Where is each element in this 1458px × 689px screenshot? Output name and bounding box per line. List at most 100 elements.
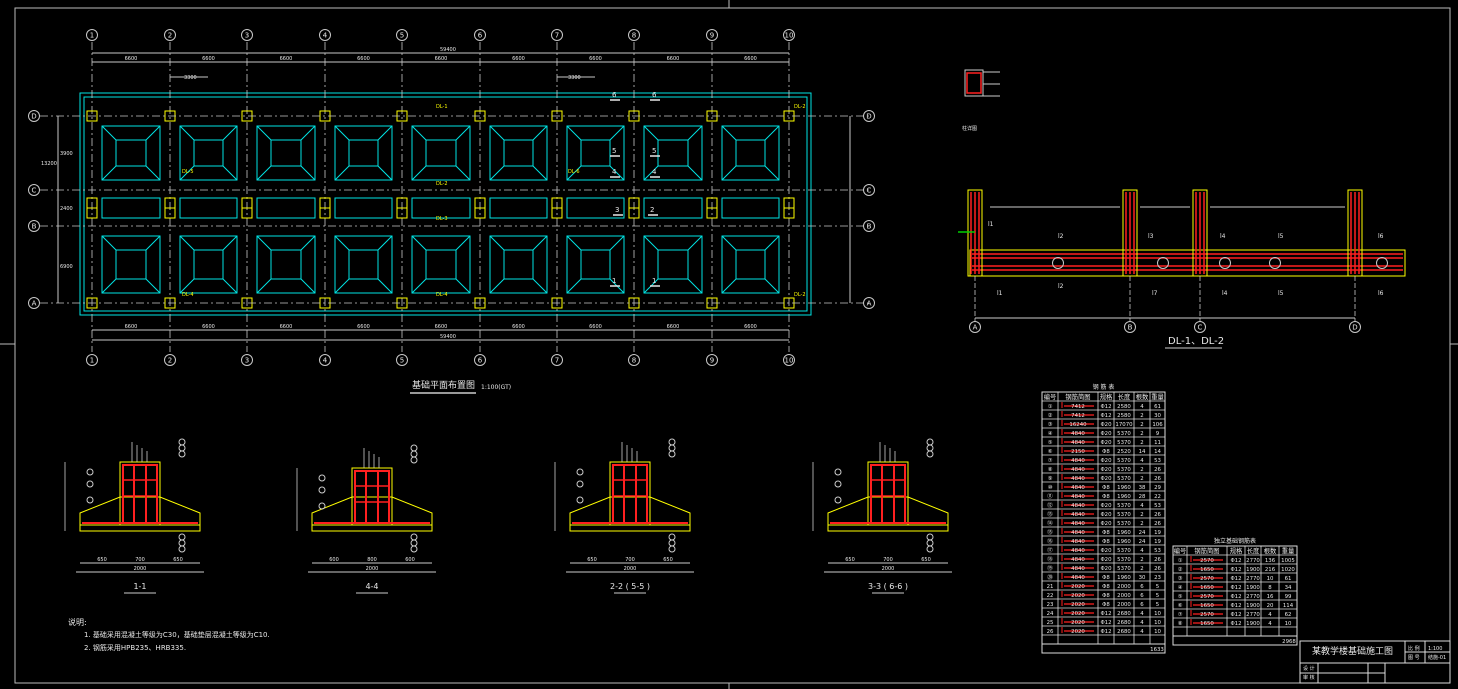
table-cell: 1020 bbox=[1281, 567, 1295, 573]
table-cell: Φ8 bbox=[1102, 602, 1110, 608]
strip-beam bbox=[566, 197, 625, 219]
column-outline bbox=[964, 69, 984, 97]
table-cell: 26 bbox=[1154, 512, 1161, 518]
strip-beam bbox=[721, 197, 780, 219]
table-cell: 2 bbox=[1140, 566, 1143, 572]
footing-pad bbox=[256, 235, 316, 294]
footing-pad bbox=[334, 235, 393, 294]
column bbox=[783, 207, 795, 219]
title-block-checker-label: 审 核 bbox=[1303, 674, 1315, 681]
col-axis-bottom-1-label: 1 bbox=[90, 357, 94, 365]
table-cell: 4840 bbox=[1071, 557, 1085, 563]
table-cell: Φ12 bbox=[1230, 612, 1241, 618]
column bbox=[319, 207, 331, 219]
table-cell: 2 bbox=[1140, 521, 1143, 527]
pad-slope bbox=[532, 235, 548, 251]
plan-scale: 1:100(GT) bbox=[481, 384, 511, 391]
table-cell: Φ8 bbox=[1102, 575, 1110, 581]
col-axis-top-4-bubble bbox=[319, 29, 331, 41]
table-cell: 4840 bbox=[1071, 575, 1085, 581]
pad-slope bbox=[609, 165, 625, 181]
rebar-callout bbox=[86, 468, 94, 476]
table-cell: ⑰ bbox=[1047, 546, 1053, 554]
rebar-callout bbox=[668, 539, 676, 547]
table-cell: 6 bbox=[1140, 602, 1144, 608]
dim-value: 600 bbox=[329, 557, 339, 563]
table-cell: 1900 bbox=[1246, 621, 1260, 627]
pad-slope bbox=[377, 235, 393, 251]
footing-pad bbox=[179, 235, 238, 294]
row-axis-left-3-bubble bbox=[28, 297, 40, 309]
rebar-callout bbox=[178, 438, 186, 446]
table-cell: 10 bbox=[1154, 611, 1161, 617]
table-cell: 4840 bbox=[1071, 431, 1085, 437]
table-cell: ⑱ bbox=[1047, 555, 1053, 563]
pad-slope bbox=[609, 235, 625, 251]
table-cell: 2520 bbox=[1117, 449, 1131, 455]
pedestal bbox=[119, 461, 161, 526]
table-cell: ⑯ bbox=[1047, 537, 1053, 545]
rebar-callout bbox=[178, 539, 186, 547]
table-cell: Φ20 bbox=[1100, 566, 1112, 572]
table-cell: 5 bbox=[1156, 593, 1159, 599]
table-cell: 2580 bbox=[1117, 413, 1131, 419]
row-axis-left-3-label: A bbox=[32, 300, 37, 308]
plan-outline-inner bbox=[83, 96, 808, 312]
table-cell: ⑧ bbox=[1178, 621, 1183, 627]
dim-total: 2000 bbox=[624, 566, 637, 572]
section-title: 4-4 bbox=[365, 582, 378, 591]
table-cell: 2 bbox=[1140, 422, 1143, 428]
rebar-callout bbox=[668, 533, 676, 541]
table-cell: ⑳ bbox=[1047, 573, 1053, 581]
table-cell: 2020 bbox=[1071, 629, 1085, 635]
outer-border bbox=[14, 7, 1451, 684]
rebar-callout bbox=[668, 438, 676, 446]
table-cell: 2570 bbox=[1200, 594, 1214, 600]
table-cell: 53 bbox=[1154, 458, 1161, 464]
table-cell: 1960 bbox=[1117, 494, 1131, 500]
table-cell: ⑮ bbox=[1047, 528, 1053, 536]
dim-row: 2400 bbox=[60, 206, 73, 212]
rebar-callout bbox=[318, 474, 326, 482]
table-cell: 4840 bbox=[1071, 539, 1085, 545]
pad-slope bbox=[489, 125, 505, 141]
title-block bbox=[1299, 640, 1451, 684]
dim-bay: 6600 bbox=[125, 56, 138, 62]
table-header: 长度 bbox=[1118, 392, 1131, 401]
pad-slope bbox=[489, 278, 505, 294]
column bbox=[86, 207, 98, 219]
footing-pad-top bbox=[580, 139, 611, 167]
rebar-callout bbox=[926, 444, 934, 452]
footing-pad bbox=[179, 125, 238, 181]
pad-slope bbox=[334, 125, 350, 141]
table-cell: 4840 bbox=[1071, 458, 1085, 464]
table-cell: Φ12 bbox=[1100, 629, 1111, 635]
pad-slope bbox=[101, 165, 117, 181]
table-title: 钢 筋 表 bbox=[1093, 383, 1115, 391]
pad-slope bbox=[145, 278, 161, 294]
strip-beam bbox=[334, 197, 393, 219]
dim-bay-bottom: 6600 bbox=[357, 324, 370, 330]
table-cell: ③ bbox=[1048, 422, 1053, 428]
dl-mark: l4 bbox=[1222, 290, 1228, 297]
pedestal bbox=[867, 461, 909, 526]
pad-slope bbox=[179, 235, 195, 251]
table-cell: Φ12 bbox=[1100, 611, 1111, 617]
rebar-callout bbox=[668, 444, 676, 452]
beam-label: DL-2 bbox=[794, 104, 806, 110]
col-axis-bottom-7-label: 7 bbox=[555, 357, 559, 365]
row-axis-right-2-label: B bbox=[867, 223, 872, 231]
table-cell: Φ20 bbox=[1100, 440, 1112, 446]
table-cell: 5370 bbox=[1117, 548, 1131, 554]
footing-pad bbox=[101, 235, 161, 294]
footing-pad-top bbox=[348, 139, 379, 167]
column-rebar bbox=[966, 72, 982, 94]
table-cell: 9 bbox=[1156, 431, 1160, 437]
table-cell: 21 bbox=[1047, 584, 1054, 590]
dl-axis-4-bubble bbox=[1349, 321, 1361, 333]
dl-axis-4-label: D bbox=[1352, 324, 1357, 332]
table-cell: 5370 bbox=[1117, 440, 1131, 446]
